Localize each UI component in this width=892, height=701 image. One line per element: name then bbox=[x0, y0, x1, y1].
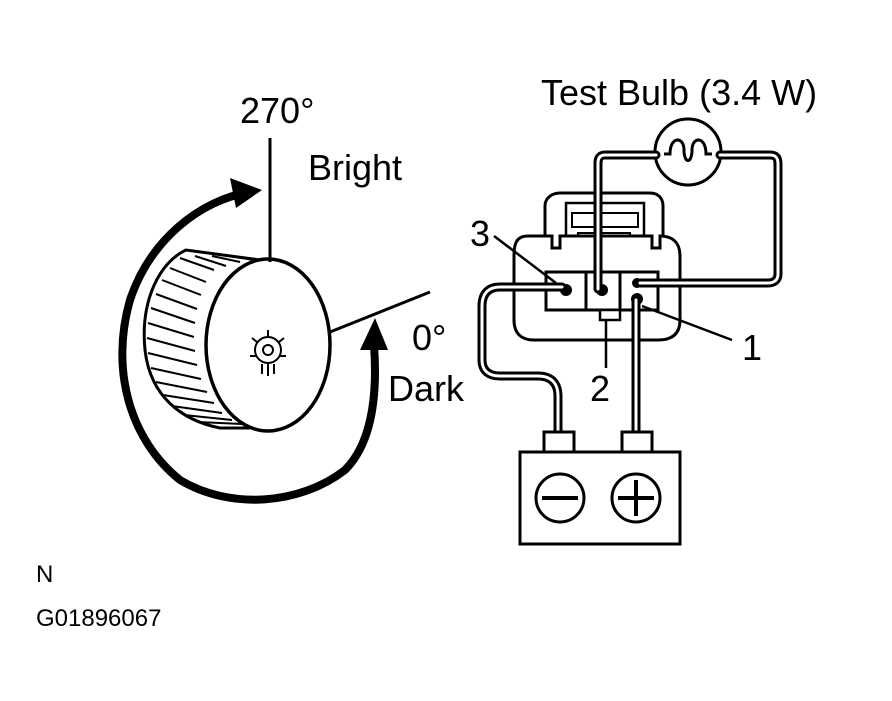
terminal-1-label: 1 bbox=[742, 327, 762, 368]
terminal-3-label: 3 bbox=[470, 213, 490, 254]
dark-label: Dark bbox=[388, 368, 465, 409]
angle-min-label: 0° bbox=[412, 317, 446, 358]
terminal-2-label: 2 bbox=[590, 368, 610, 409]
knob-face-emblem-icon bbox=[250, 330, 286, 376]
plus-sign-icon bbox=[610, 472, 662, 524]
angle-max-label: 270° bbox=[240, 90, 314, 131]
test-wires bbox=[477, 150, 783, 437]
terminal-1-leader bbox=[641, 304, 733, 342]
min-angle-reference-line bbox=[329, 290, 431, 334]
corner-letter-label: N bbox=[36, 561, 53, 588]
battery-negative-post bbox=[542, 430, 576, 454]
battery-positive-post bbox=[620, 430, 654, 454]
bright-label: Bright bbox=[308, 147, 402, 188]
battery bbox=[518, 430, 682, 546]
test-bulb bbox=[653, 117, 723, 187]
rotation-arrow-head-right bbox=[360, 318, 388, 350]
figure-code-label: G01896067 bbox=[36, 605, 161, 632]
terminal-3-leader bbox=[493, 235, 557, 284]
rotary-knob bbox=[118, 138, 431, 504]
knob-knurl-lines bbox=[146, 255, 255, 425]
rotation-arrow-head-top bbox=[230, 178, 262, 208]
minus-sign-icon bbox=[534, 472, 586, 524]
rotation-arc bbox=[118, 188, 379, 504]
test-bulb-label: Test Bulb (3.4 W) bbox=[541, 72, 817, 113]
bulb-filament-icon bbox=[664, 138, 712, 162]
